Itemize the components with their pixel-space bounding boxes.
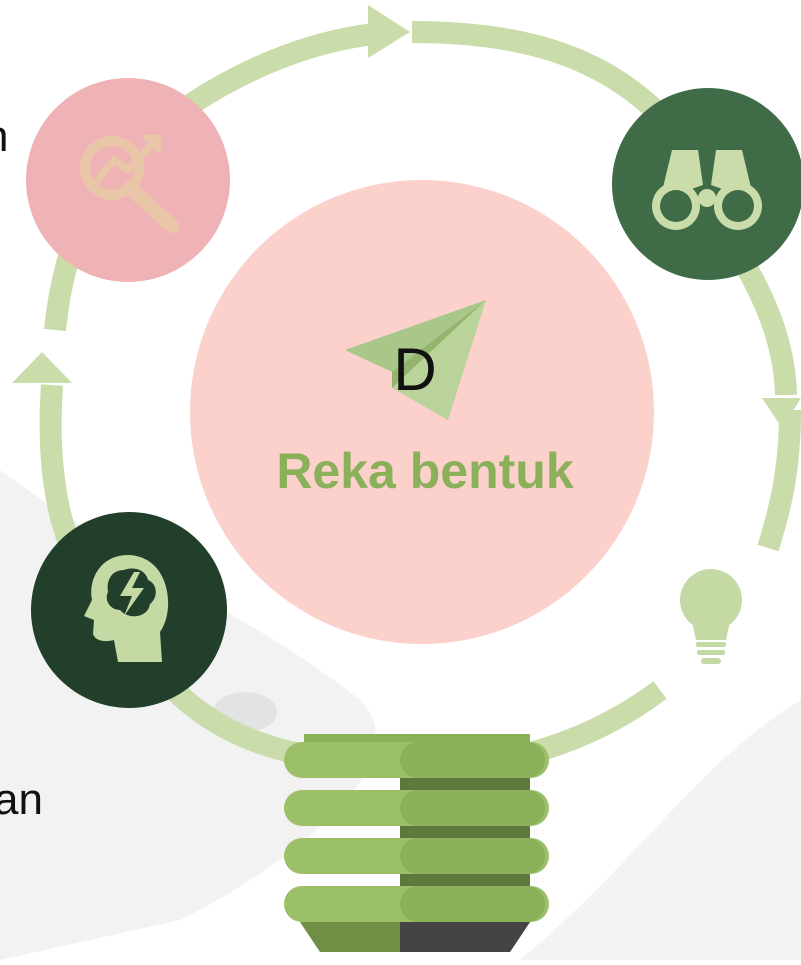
cycle-arrows	[39, 21, 801, 769]
edge-text-bottom: an	[0, 775, 43, 824]
arrowhead-top	[368, 5, 410, 58]
lightbulb-icon	[680, 569, 742, 664]
center-letter: D	[393, 336, 437, 403]
arc-top-right	[411, 21, 668, 123]
bulb-base	[284, 734, 549, 952]
arc-top-left	[183, 22, 386, 115]
arc-right	[738, 264, 797, 396]
stage-circle-analytics	[26, 78, 230, 282]
paper-plane-icon	[345, 300, 486, 420]
center-title: Reka bentuk	[276, 443, 574, 499]
analytics-magnifier-icon	[80, 134, 179, 233]
arc-right-lower	[757, 409, 801, 552]
arrow-heads	[12, 5, 801, 428]
center-circle	[190, 180, 654, 644]
arc-left-lower	[39, 384, 81, 550]
head-idea-icon	[84, 555, 169, 662]
edge-text-top: n	[0, 115, 8, 159]
stage-circle-binoculars	[612, 88, 801, 280]
background-swoosh-right	[520, 700, 801, 960]
binoculars-icon	[652, 150, 762, 230]
arrowhead-right	[762, 398, 801, 428]
arrowhead-left	[12, 352, 72, 383]
